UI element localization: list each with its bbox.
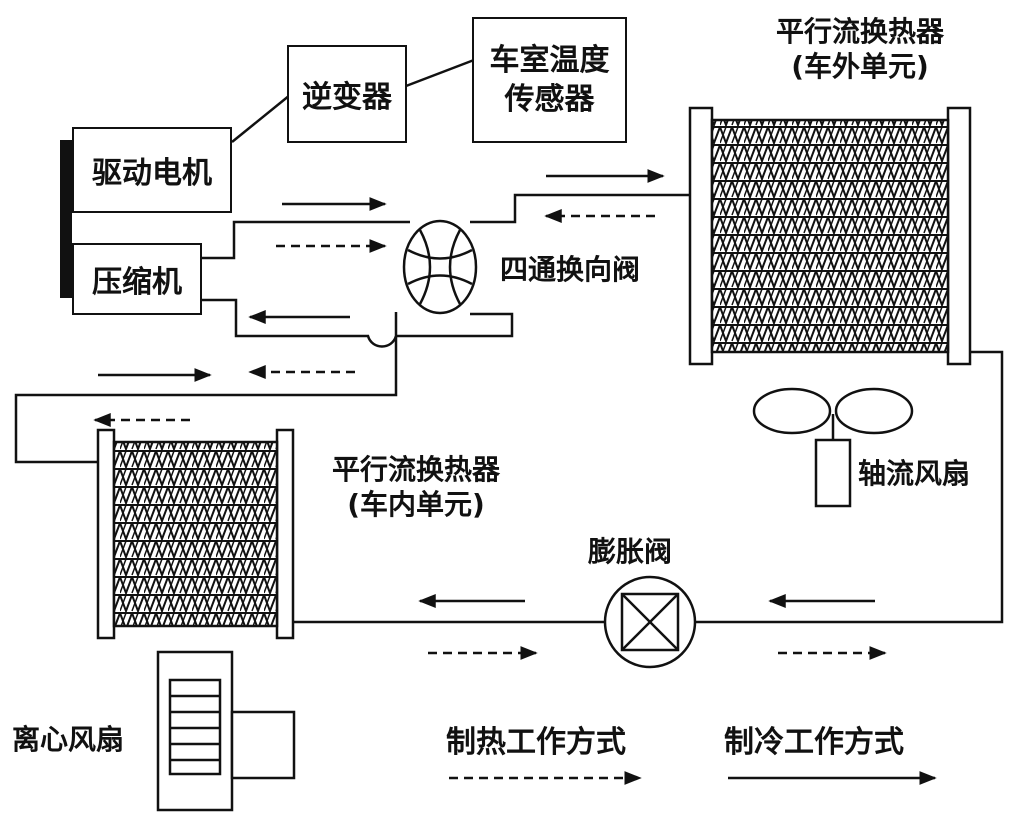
expansion-valve-symbol <box>603 575 697 669</box>
four-way-valve-label: 四通换向阀 <box>500 253 641 286</box>
centrifugal-fan-label: 离心风扇 <box>12 723 125 756</box>
legend-cooling-label: 制冷工作方式 <box>724 725 904 760</box>
cabin-temperature-sensor-box: 车室温度 传感器 <box>472 17 627 143</box>
axial-fan-icon <box>752 387 914 508</box>
compressor-box: 压缩机 <box>72 243 202 315</box>
cabin-sensor-label-line1: 车室温度 <box>489 43 610 78</box>
indoor-hx-label-line2: (车内单元) <box>347 488 485 521</box>
motor-compressor-shaft-bar <box>60 140 72 298</box>
pipe-compressor-to-valve <box>200 220 410 260</box>
outdoor-hx-label-line1: 平行流换热器 <box>775 15 944 48</box>
cabin-sensor-label-line2: 传感器 <box>504 82 595 117</box>
inverter-label: 逆变器 <box>302 80 392 115</box>
pipe-valve-to-outdoor-hx <box>470 193 690 224</box>
inverter-box: 逆变器 <box>287 45 407 143</box>
compressor-label: 压缩机 <box>92 265 182 300</box>
outdoor-hx-title: 平行流换热器 (车外单元) <box>740 14 980 84</box>
wire-inverter-to-sensor <box>405 58 475 88</box>
expansion-valve-label: 膨胀阀 <box>588 535 673 568</box>
indoor-hx-label-line1: 平行流换热器 <box>331 453 500 486</box>
wire-motor-to-inverter <box>231 94 291 143</box>
indoor-hx-title: 平行流换热器 (车内单元) <box>296 452 536 522</box>
outdoor-hx-label-line2: (车外单元) <box>791 50 929 83</box>
four-way-valve-symbol <box>402 219 478 315</box>
drive-motor-box: 驱动电机 <box>72 127 232 213</box>
legend-heating-label: 制热工作方式 <box>446 725 626 760</box>
refrigerant-piping <box>14 58 1004 624</box>
pipe-outdoor-hx-to-expansion <box>695 350 1004 624</box>
centrifugal-fan-icon <box>156 650 296 812</box>
axial-fan-label: 轴流风扇 <box>858 457 971 490</box>
indoor-heat-exchanger <box>96 428 295 640</box>
pipe-valve-to-compressor <box>200 298 398 348</box>
outdoor-heat-exchanger <box>688 106 972 366</box>
drive-motor-label: 驱动电机 <box>92 156 212 191</box>
pipe-valve-lower-right <box>396 312 514 338</box>
flow-arrows <box>93 169 937 785</box>
pipe-valve-to-indoor-hx <box>14 336 398 464</box>
